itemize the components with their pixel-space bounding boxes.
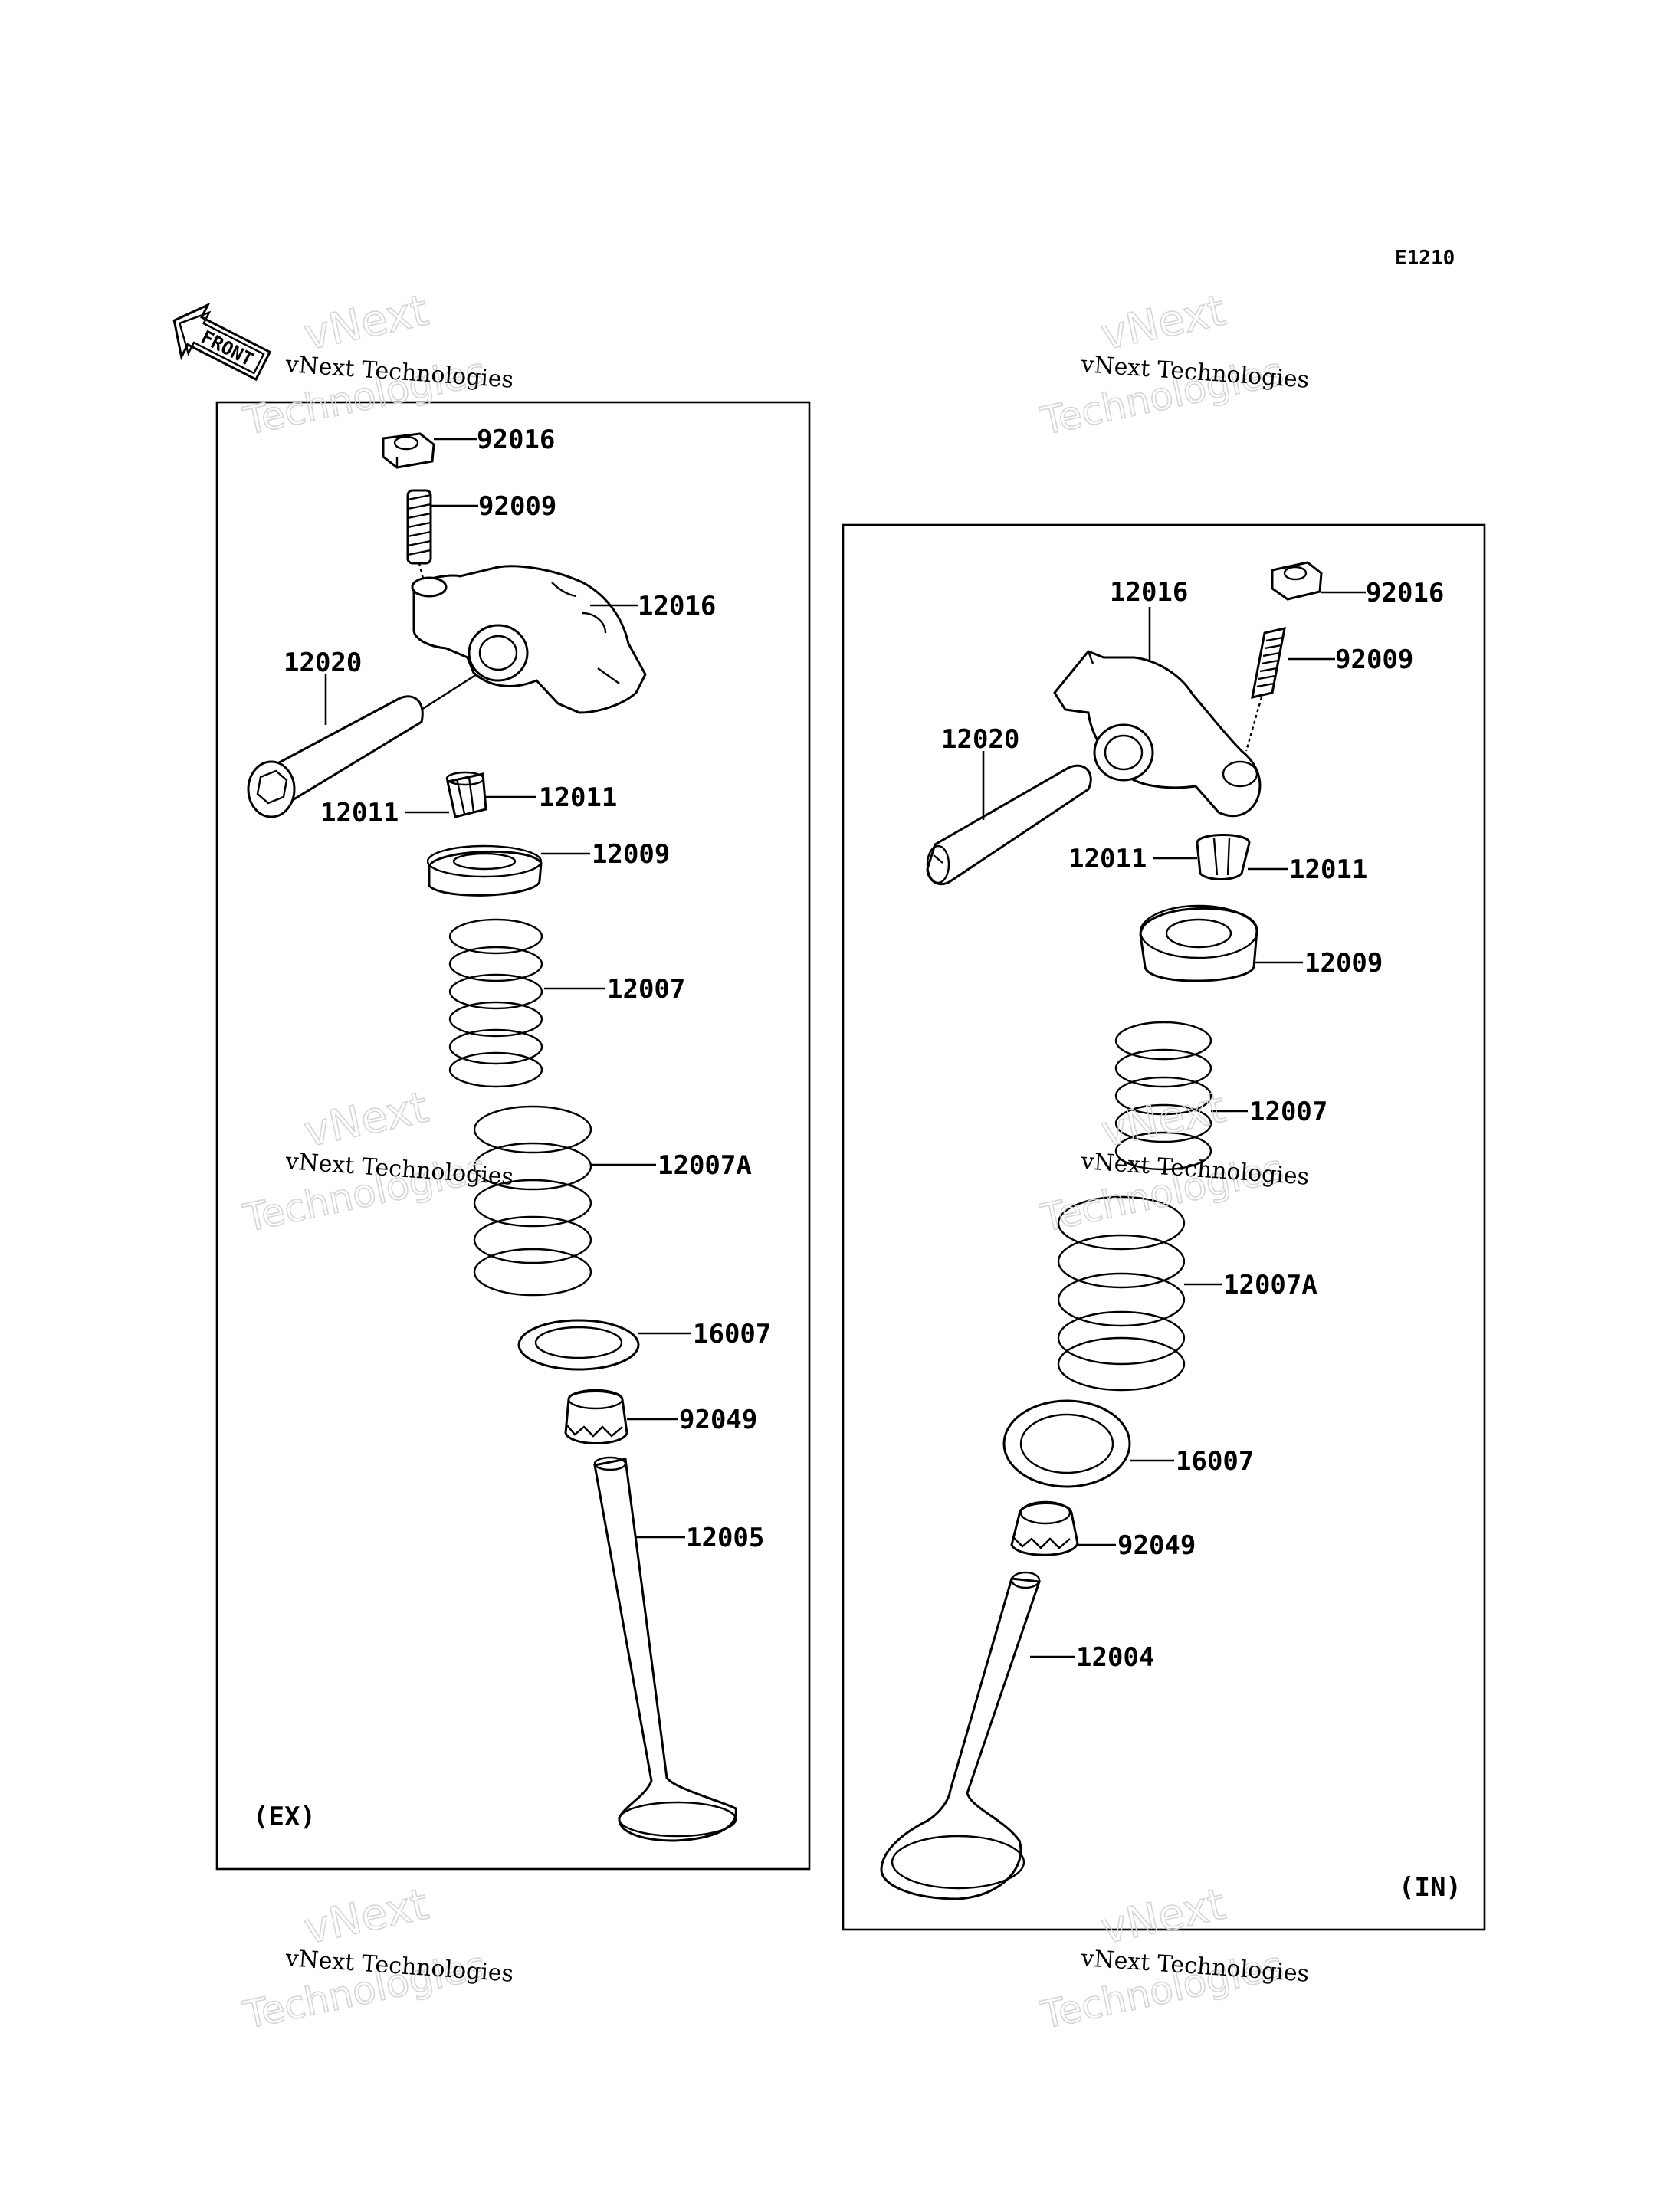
part-label-12011-in-left: 12011 xyxy=(1068,844,1147,874)
stem-seal-part-in xyxy=(1010,1500,1079,1556)
part-label-12011-in-right: 12011 xyxy=(1289,854,1367,885)
valve-part-in xyxy=(880,1571,1042,1900)
part-label-92049-in: 92049 xyxy=(1117,1530,1196,1561)
adjuster-screw-part-ex xyxy=(406,489,432,579)
outer-spring-part-in xyxy=(1057,1195,1186,1392)
svg-text:vNext: vNext xyxy=(300,1880,433,1955)
part-label-92016-ex: 92016 xyxy=(477,425,555,455)
part-label-12016-ex: 12016 xyxy=(638,591,716,621)
part-label-12007-in: 12007 xyxy=(1249,1097,1327,1127)
svg-text:vNext: vNext xyxy=(1097,1880,1230,1955)
rocker-arm-part-ex xyxy=(411,565,647,714)
part-label-92009-in: 92009 xyxy=(1335,644,1413,675)
part-label-12011-ex-left: 12011 xyxy=(320,798,399,828)
part-label-12007A-in: 12007A xyxy=(1223,1270,1317,1300)
spring-seat-part-in xyxy=(1002,1399,1131,1488)
part-label-12016-in: 12016 xyxy=(1110,577,1188,608)
intake-tag: (IN) xyxy=(1399,1872,1462,1903)
exhaust-panel: 92016 92009 12016 12020 xyxy=(215,401,811,1871)
spring-seat-part-ex xyxy=(517,1319,640,1371)
diagram-code: E1210 xyxy=(1395,247,1455,270)
part-label-12009-ex: 12009 xyxy=(592,839,670,870)
exhaust-tag: (EX) xyxy=(253,1802,316,1832)
svg-text:vNext: vNext xyxy=(300,286,433,361)
rocker-shaft-part-in xyxy=(926,764,1092,886)
part-label-12020-in: 12020 xyxy=(941,724,1019,755)
valve-part-ex xyxy=(593,1456,737,1842)
part-label-92016-in: 92016 xyxy=(1366,578,1444,608)
part-label-12007-ex: 12007 xyxy=(607,974,685,1005)
retainer-part-ex xyxy=(426,844,543,897)
intake-frame xyxy=(842,523,1486,1931)
stem-seal-part-ex xyxy=(564,1389,628,1444)
part-label-12007A-ex: 12007A xyxy=(658,1150,752,1181)
svg-text:vNext: vNext xyxy=(1097,286,1230,361)
part-label-92009-ex: 92009 xyxy=(478,491,556,522)
part-label-16007-ex: 16007 xyxy=(693,1319,771,1349)
retainer-part-in xyxy=(1139,904,1258,982)
inner-spring-part-ex xyxy=(448,918,543,1088)
rocker-shaft-part-ex xyxy=(247,673,477,818)
adjuster-screw-part-in xyxy=(1245,627,1286,752)
exhaust-frame xyxy=(215,401,811,1871)
part-label-92049-ex: 92049 xyxy=(679,1405,757,1435)
outer-spring-part-ex xyxy=(473,1105,592,1297)
part-label-16007-in: 16007 xyxy=(1176,1446,1254,1477)
part-label-12005-ex: 12005 xyxy=(686,1523,764,1553)
cotter-part-ex xyxy=(445,771,487,818)
nut-part-ex xyxy=(382,432,435,469)
part-label-12011-ex-right: 12011 xyxy=(539,782,617,813)
intake-panel: 92016 92009 12016 12020 xyxy=(842,523,1486,1931)
part-label-12020-ex: 12020 xyxy=(284,648,362,678)
part-label-12009-in: 12009 xyxy=(1304,948,1383,979)
nut-part-in xyxy=(1271,561,1323,601)
part-label-12004-in: 12004 xyxy=(1076,1642,1154,1673)
front-arrow-icon: FRONT xyxy=(172,302,272,382)
inner-spring-part-in xyxy=(1114,1021,1212,1171)
rocker-arm-part-in xyxy=(1053,650,1262,818)
cotter-part-in xyxy=(1196,834,1251,880)
svg-text:vNext: vNext xyxy=(300,1083,433,1158)
